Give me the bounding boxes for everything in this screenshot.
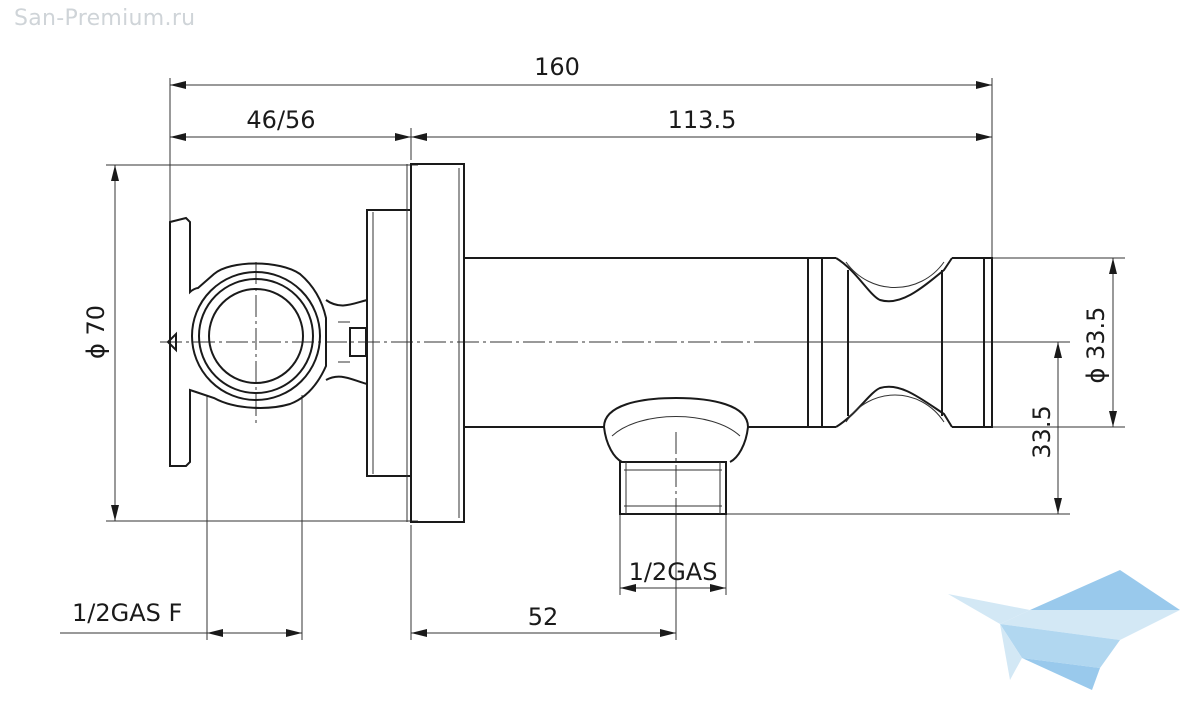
watermark-text: San-Premium.ru (14, 6, 196, 31)
cross-handle (166, 216, 368, 467)
dim-outlet-distance: 52 (528, 603, 559, 631)
valve-body (464, 257, 809, 515)
dimension-lines (60, 81, 1117, 637)
dim-body-length: 113.5 (668, 106, 737, 134)
dim-flange-diameter: ϕ 70 (82, 305, 110, 359)
dim-holder-diameter: ϕ 33.5 (1082, 307, 1110, 384)
dim-outlet-thread: 1/2GAS (629, 558, 718, 586)
dim-overall-length: 160 (534, 53, 580, 81)
wall-flange (366, 163, 465, 523)
bathtub-logo-icon (948, 570, 1180, 690)
dimension-labels: 160 46/56 113.5 ϕ 70 ϕ 33.5 33.5 1/2GAS … (72, 53, 1110, 631)
dim-outlet-offset: 33.5 (1028, 405, 1056, 458)
dim-handle-depth: 46/56 (246, 106, 315, 134)
dim-inlet-thread: 1/2GAS F (72, 599, 182, 627)
extension-lines (106, 78, 1125, 640)
shower-holder (807, 257, 993, 428)
